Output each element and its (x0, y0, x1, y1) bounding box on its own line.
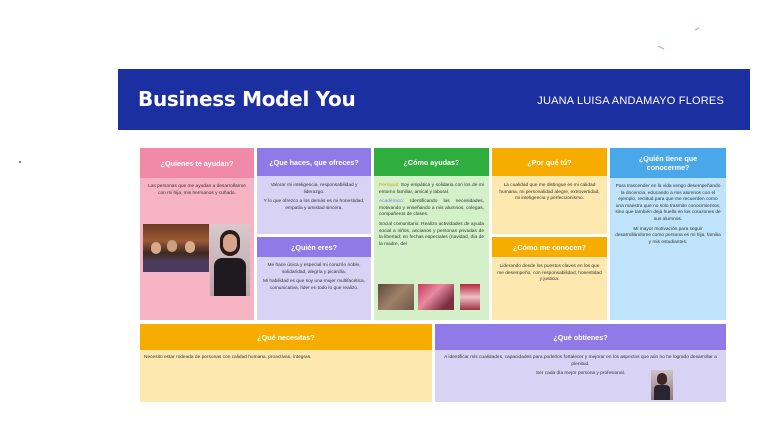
card-paragraph: A identificar mis cualidades, capacidade… (444, 355, 717, 367)
card-heading: ¿Quién eres? (257, 237, 371, 257)
card-text: Valorar mi inteligencia, responsabilidad… (262, 183, 366, 215)
card-heading: ¿Por qué tú? (492, 148, 607, 176)
card-como-ayudas: ¿Cómo ayudas? Personal: Soy empática y s… (374, 148, 489, 320)
card-paragraph: Me hace única y especial mi corazón nobl… (267, 263, 361, 275)
academico-text: Identificando las necesidades, motivando… (379, 199, 484, 218)
card-paragraph: Ser cada día mejor persona y profesional… (535, 371, 626, 377)
card-text: A identificar mis cualidades, capacidade… (440, 355, 721, 381)
card-quien-tiene: ¿Quién tiene que conocerme? Para trascen… (610, 148, 726, 320)
card-por-que-tu: ¿Por qué tú? La cualidad que me distingu… (492, 148, 607, 234)
card-text: Personal: Soy empática y solidaria con l… (379, 183, 484, 251)
family-photo (143, 224, 209, 272)
card-heading: ¿Qué necesitas? (140, 324, 432, 350)
card-paragraph: Mi mayor motivación para seguir desarrol… (615, 226, 721, 245)
card-heading: ¿Qué obtienes? (435, 324, 726, 350)
card-heading: ¿Cómo me conocen? (492, 237, 607, 257)
card-paragraph: Mi habilidad es que soy una mujer multif… (262, 279, 366, 291)
card-que-haces: ¿Que haces, que ofreces? Valorar mi inte… (257, 148, 371, 234)
social-text: Social comunitario: Realizo actividades … (379, 222, 484, 247)
sparkle-decoration-icon (657, 27, 700, 50)
card-text: La cualidad que me distingue es mi calid… (499, 183, 600, 202)
personal-label: Personal: (379, 183, 400, 188)
card-heading: ¿Quién tiene que conocerme? (610, 148, 726, 178)
card-como-te-conocen: ¿Cómo me conocen? Liderando desde los pu… (492, 237, 607, 320)
card-text: Liderando desde los puestos claves en lo… (497, 264, 602, 283)
activity-photo-1 (378, 284, 414, 310)
card-quien-eres: ¿Quién eres? Me hace única y especial mi… (257, 237, 371, 320)
activity-photo-3 (460, 284, 480, 310)
card-text: Me hace única y especial mi corazón nobl… (262, 263, 366, 295)
page-title: Business Model You (138, 87, 356, 111)
author-name: JUANA LUISA ANDAMAYO FLORES (537, 95, 724, 107)
title-banner: Business Model You JUANA LUISA ANDAMAYO … (118, 69, 750, 130)
card-text: Para trascender en la vida vengo desempe… (615, 184, 721, 249)
card-que-obtienes: ¿Qué obtienes? A identificar mis cualida… (435, 324, 726, 402)
small-portrait-photo (651, 370, 673, 400)
card-paragraph: Valorar mi inteligencia, responsabilidad… (270, 183, 358, 195)
card-heading: ¿Quienes te ayudan? (140, 148, 254, 178)
card-text: Las personas que me ayudan a desarrollar… (148, 184, 246, 196)
card-que-necesitas: ¿Qué necesitas? Necesito estar rodeada d… (140, 324, 432, 402)
academico-label: Académico: (379, 199, 405, 205)
card-paragraph: Para trascender en la vida vengo desempe… (615, 184, 721, 223)
portrait-photo (210, 224, 250, 296)
activity-photo-2 (418, 284, 454, 310)
personal-text: Soy empática y solidaria con los de mi e… (379, 183, 484, 195)
card-paragraph: Y lo que ofrezco a los demás es mi hones… (263, 199, 365, 211)
card-text: Necesito estar rodeada de personas con c… (144, 355, 312, 360)
card-heading: ¿Que haces, que ofreces? (257, 148, 371, 176)
dot-decoration (19, 161, 21, 163)
card-quienes-te-ayudan: ¿Quienes te ayudan? Las personas que me … (140, 148, 254, 320)
card-heading: ¿Cómo ayudas? (374, 148, 489, 176)
